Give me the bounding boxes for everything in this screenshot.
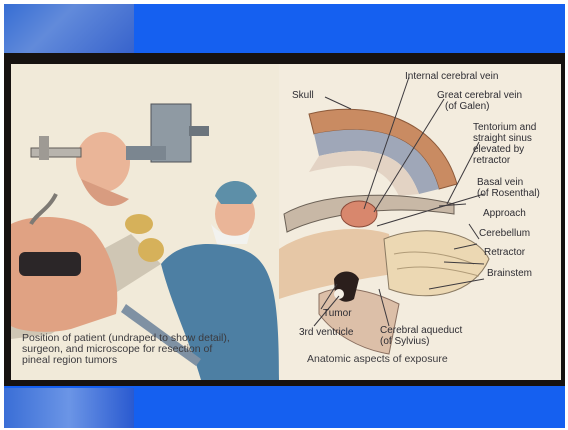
right-caption: Anatomic aspects of exposure (307, 354, 448, 365)
label-brainstem: Brainstem (487, 268, 532, 279)
slide-photo-frame: Position of patient (undraped to show de… (4, 53, 565, 386)
corner-decoration (4, 4, 134, 54)
label-great-cerebral-vein-1: Great cerebral vein (437, 90, 522, 101)
label-cerebral-aqueduct-1: Cerebral aqueduct (380, 325, 462, 336)
label-skull: Skull (292, 90, 314, 101)
label-basal-vein-1: Basal vein (477, 177, 523, 188)
label-tentorium-1: Tentorium and (473, 122, 536, 133)
label-3rd-ventricle: 3rd ventricle (299, 327, 353, 338)
anatomy-illustration: Skull Internal cerebral vein Great cereb… (279, 64, 561, 380)
bottom-decoration (4, 388, 134, 428)
left-caption-line-3: pineal region tumors (22, 355, 117, 366)
label-tentorium-3: elevated by (473, 144, 524, 155)
label-tentorium-4: retractor (473, 155, 510, 166)
label-retractor: Retractor (484, 247, 525, 258)
illustration-plate: Position of patient (undraped to show de… (11, 64, 561, 380)
label-internal-cerebral-vein: Internal cerebral vein (405, 71, 498, 82)
label-tumor: Tumor (323, 308, 352, 319)
label-great-cerebral-vein-2: (of Galen) (445, 101, 489, 112)
label-basal-vein-2: (of Rosenthal) (477, 188, 540, 199)
label-tentorium-2: straight sinus (473, 133, 532, 144)
surgical-position-illustration: Position of patient (undraped to show de… (11, 64, 279, 380)
presentation-slide: Position of patient (undraped to show de… (4, 4, 565, 428)
label-cerebellum: Cerebellum (479, 228, 530, 239)
label-approach: Approach (483, 208, 526, 219)
label-cerebral-aqueduct-2: (of Sylvius) (380, 336, 429, 347)
